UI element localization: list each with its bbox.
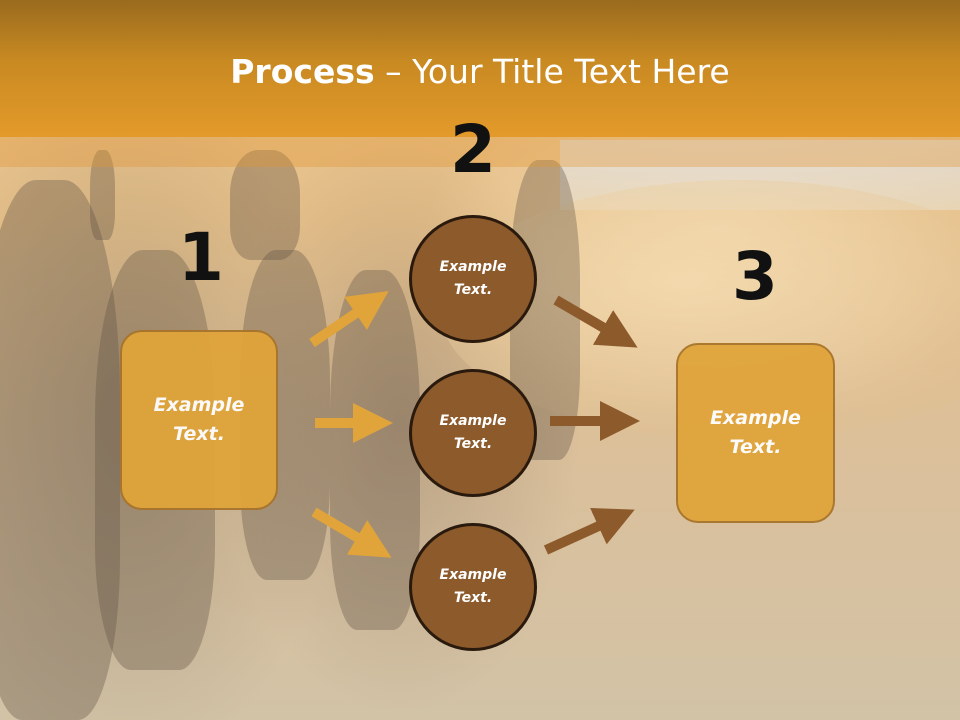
circle-top-line1: Example [439,259,507,275]
left-box-line2: Text. [173,423,225,445]
slide-title: Process – Your Title Text Here [0,52,960,91]
circle-top-line2: Text. [453,282,493,298]
title-bar [0,0,960,137]
title-bold: Process [230,52,375,91]
background-figure [230,150,300,260]
right-box-line1: Example [710,407,801,429]
background-figure [90,150,115,240]
arrow-left-up [309,290,389,348]
arrow-left-down [311,507,392,558]
title-rest: – Your Title Text Here [374,52,730,91]
circle-bottom-line1: Example [439,567,507,583]
step-number-1: 1 [178,219,224,296]
step-number-2: 2 [450,111,496,188]
arrow-right-up [543,507,635,555]
circle-middle-line1: Example [439,413,507,429]
step-number-3: 3 [732,238,778,315]
left-box-line1: Example [153,394,245,416]
background-figure [0,180,120,720]
circle-bottom-line2: Text. [453,590,493,606]
right-box-line2: Text. [729,436,782,458]
title-band [0,137,960,167]
background-figure [330,270,420,630]
arrow-right-down [553,295,638,348]
circle-middle-line2: Text. [453,436,493,452]
